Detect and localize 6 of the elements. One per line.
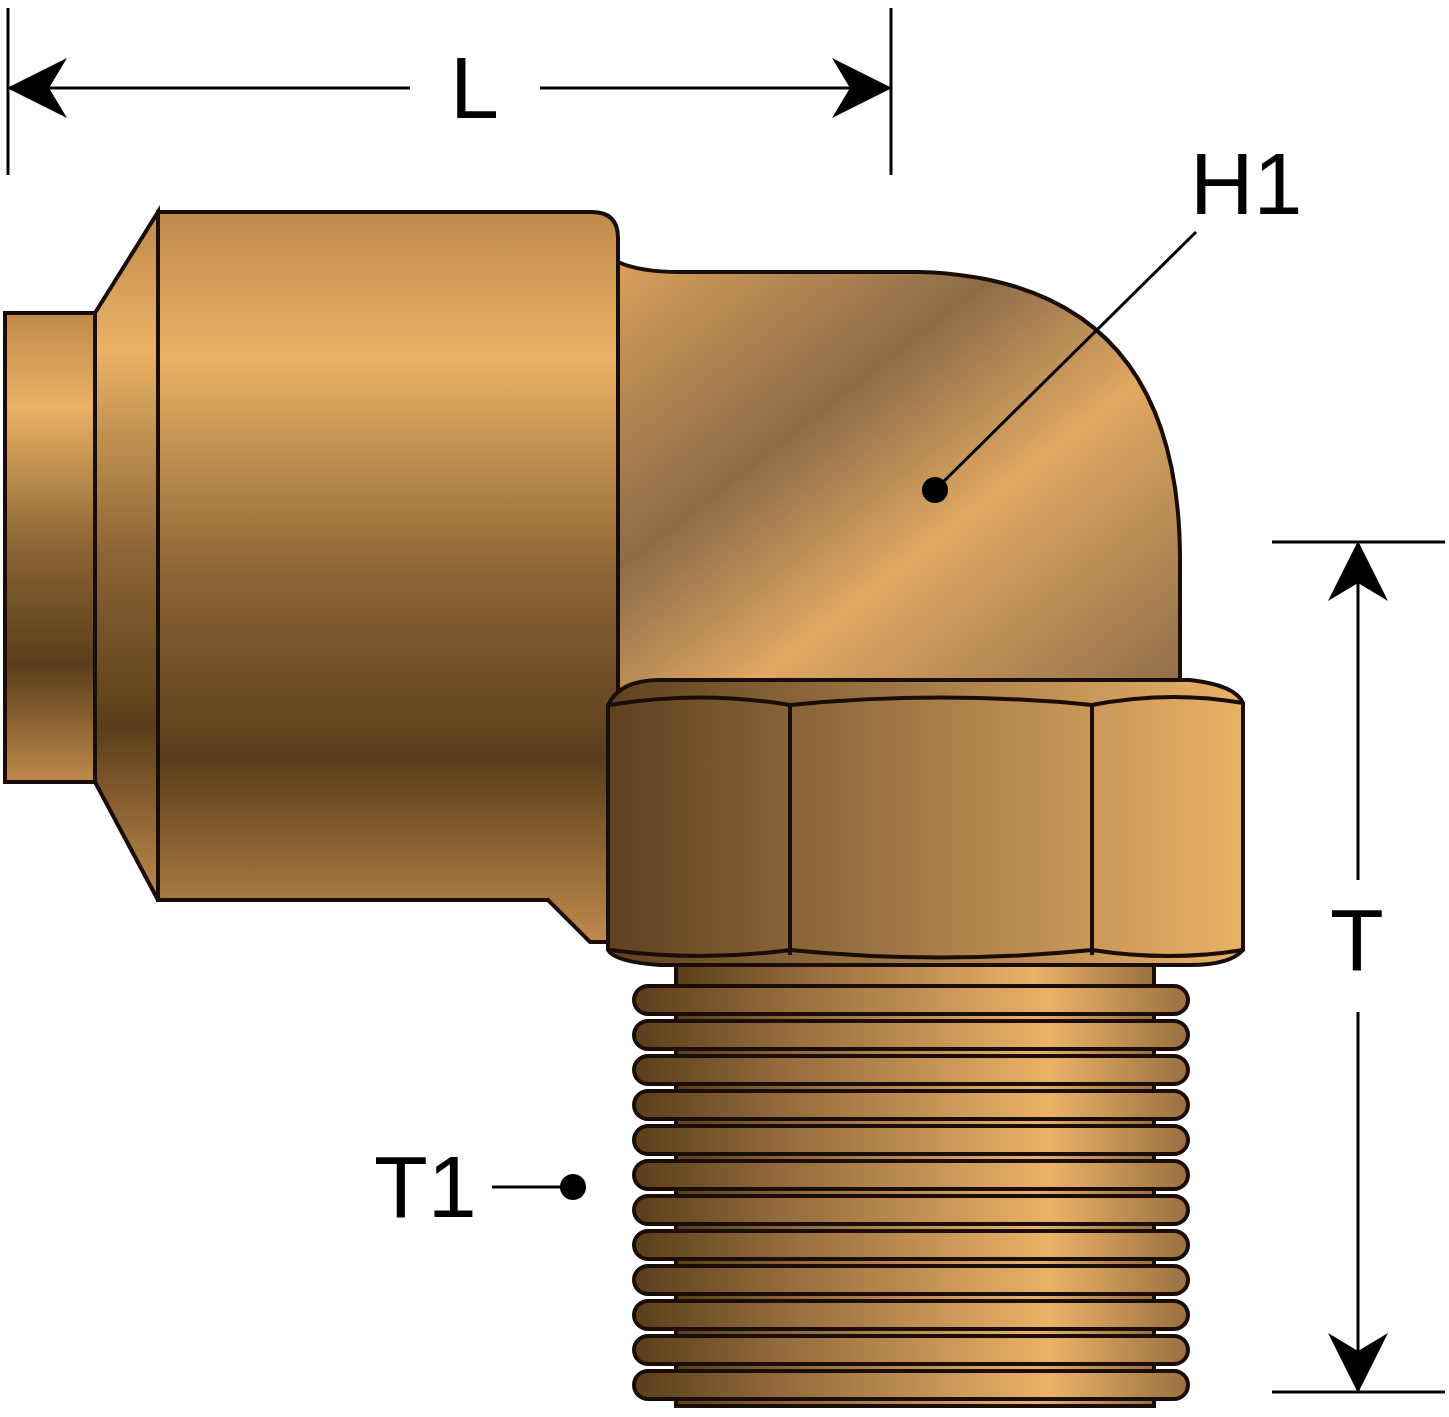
callout-label: T1: [374, 1143, 474, 1231]
leader-line: [492, 1174, 586, 1200]
leader-line: [922, 230, 1198, 503]
dimension-label: T: [1330, 896, 1384, 984]
dimension-label: L: [450, 44, 499, 132]
callout-label: H1: [1190, 140, 1304, 228]
